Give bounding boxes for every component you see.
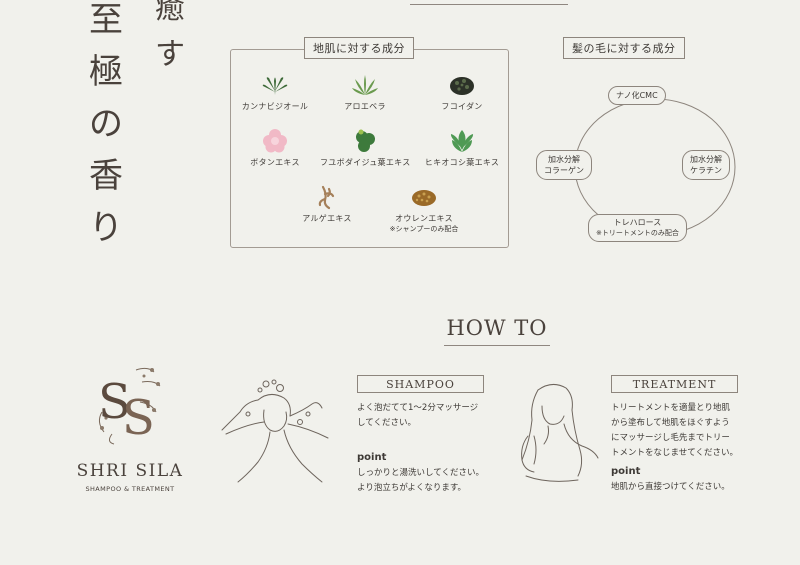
hair-ingredients-title: 髪の毛に対する成分 <box>563 37 685 59</box>
cannabis-leaf-icon <box>262 77 288 95</box>
treatment-instructions: トリートメントを適量とり地肌 から塗布して地肌をほぐすよう にマッサージし毛先ま… <box>611 403 738 458</box>
aloe-icon <box>352 75 378 95</box>
heading-char: す <box>155 37 185 72</box>
shampoo-step-title: SHAMPOO <box>357 375 484 393</box>
hair-item-right: 加水分解ケラチン <box>682 150 730 180</box>
brand-logo-icon: S S <box>98 367 161 446</box>
heading-char: の <box>89 104 123 144</box>
ingredient-peony: ボタンエキス <box>230 128 320 168</box>
howto-underline <box>444 345 550 346</box>
ingredient-label: ヒキオコシ葉エキス <box>424 158 500 167</box>
brand-subtitle: SHAMPOO & TREATMENT <box>85 485 175 493</box>
ingredient-label: アルゲエキス <box>302 214 352 223</box>
ingredient-label: フコイダン <box>441 102 483 111</box>
treatment-point-label: point <box>611 466 641 477</box>
heading-char: 至 <box>89 0 123 40</box>
coptis-powder-icon <box>412 190 436 206</box>
algae-root-icon <box>318 185 335 210</box>
ingredient-label: ボタンエキス <box>250 158 300 167</box>
ingredient-label: カンナビジオール <box>241 102 309 111</box>
ingredient-linden: フユボダイジュ葉エキス <box>320 128 410 168</box>
ingredient-label: フユボダイジュ葉エキス <box>320 158 411 167</box>
hair-item-bottom: トレハロース ※トリートメントのみ配合 <box>588 214 687 242</box>
ingredient-hikiokoshi: ヒキオコシ葉エキス <box>417 128 507 168</box>
vertical-heading-secondary: 癒 す <box>146 0 194 78</box>
svg-text:S: S <box>98 374 131 430</box>
brand-name: SHRI SILA <box>76 461 184 481</box>
shampoo-point-text: しっかりと湯洗いしてください。 より泡立ちがよくなります。 <box>357 468 484 493</box>
ingredient-label: アロエベラ <box>344 102 386 111</box>
ingredient-fucoidan: フコイダン <box>417 72 507 112</box>
heading-char: 癒 <box>155 0 185 26</box>
heading-char: 極 <box>89 52 123 92</box>
heading-char: 香 <box>89 156 123 196</box>
shampoo-point-label: point <box>357 452 387 463</box>
svg-text:S: S <box>122 390 155 446</box>
ingredient-aloe: アロエベラ <box>320 72 410 112</box>
ingredient-coptis: オウレンエキス ※シャンプーのみ配合 <box>379 184 469 234</box>
hair-item-top: ナノ化CMC <box>608 86 666 105</box>
mint-leaf-icon <box>450 130 474 152</box>
shampoo-illustration <box>221 379 329 483</box>
treatment-point-text: 地肌から直接つけてください。 <box>611 482 730 492</box>
ingredient-label: オウレンエキス <box>395 214 453 223</box>
shampoo-instructions: よく泡だてて1〜2分マッサージ してください。 <box>357 403 479 428</box>
vertical-heading-main: 至 極 の 香 り <box>82 0 130 254</box>
peony-flower-icon <box>263 129 287 153</box>
seaweed-icon <box>450 77 474 95</box>
ingredient-algae: アルゲエキス <box>282 184 372 224</box>
ingredient-cannabidiol: カンナビジオール <box>230 72 320 112</box>
treatment-illustration <box>521 384 599 482</box>
linden-leaf-icon <box>356 129 375 152</box>
ingredient-note: ※シャンプーのみ配合 <box>389 225 459 233</box>
hair-ingredients-cycle: ナノ化CMC 加水分解コラーゲン 加水分解ケラチン トレハロース ※トリートメン… <box>536 86 740 242</box>
howto-title: HOW TO <box>446 316 548 340</box>
top-divider <box>410 4 568 5</box>
hair-item-left: 加水分解コラーゲン <box>536 150 592 180</box>
heading-char: り <box>89 208 123 248</box>
treatment-step-title: TREATMENT <box>611 375 738 393</box>
scalp-ingredients-title: 地肌に対する成分 <box>304 37 414 59</box>
